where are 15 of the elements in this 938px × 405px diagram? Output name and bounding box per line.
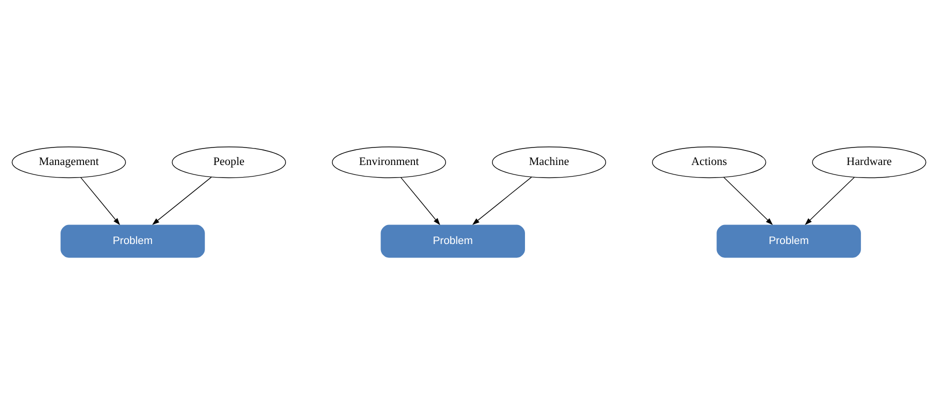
node-ellipse: Hardware [812, 146, 926, 178]
arrow [472, 176, 532, 225]
arrow [80, 177, 120, 226]
node-ellipse: Machine [492, 146, 606, 178]
arrow [804, 176, 855, 226]
arrow [723, 176, 773, 226]
node-ellipse: People [172, 146, 286, 178]
node-ellipse: Environment [332, 146, 446, 178]
node-ellipse: Actions [652, 146, 766, 178]
arrow [152, 176, 212, 225]
node-box: Problem [380, 224, 526, 258]
node-box: Problem [716, 224, 862, 258]
node-ellipse: Management [12, 146, 126, 178]
node-box: Problem [60, 224, 206, 258]
arrow [400, 177, 440, 226]
